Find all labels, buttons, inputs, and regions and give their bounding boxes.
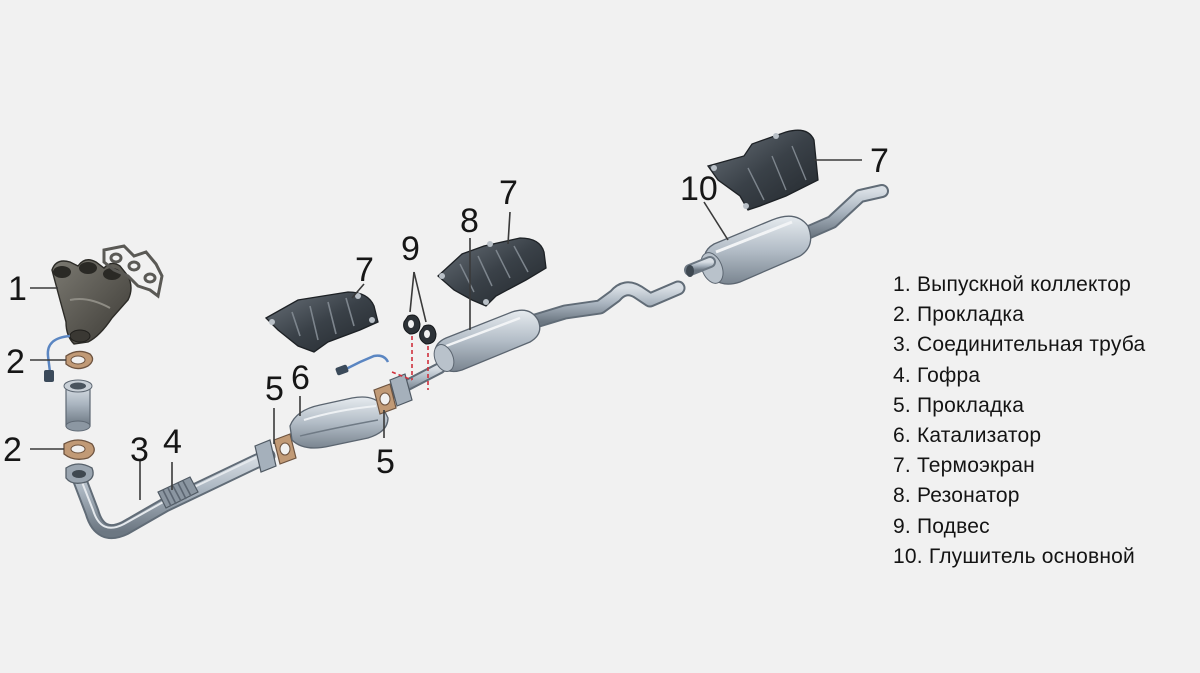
exhaust-pipe bbox=[71, 184, 889, 539]
callout-8: 8 bbox=[460, 202, 479, 240]
legend-item-3: 3. Соединительная труба bbox=[893, 333, 1146, 357]
callout-5-front: 5 bbox=[265, 370, 284, 408]
callout-2-lower: 2 bbox=[3, 431, 22, 469]
callout-5-rear: 5 bbox=[376, 443, 395, 481]
callout-7-resonator: 7 bbox=[499, 174, 518, 212]
callout-2-upper: 2 bbox=[6, 343, 25, 381]
catalyst-inlet-flange bbox=[254, 433, 297, 473]
flex-bellows bbox=[157, 476, 199, 509]
resonator bbox=[433, 309, 541, 373]
callout-4: 4 bbox=[163, 423, 182, 461]
rubber-hangers bbox=[391, 314, 437, 390]
heat-shield-resonator bbox=[437, 237, 547, 307]
heat-shield-muffler bbox=[706, 129, 819, 211]
legend-item-7: 7. Термоэкран bbox=[893, 454, 1035, 478]
leader-lines bbox=[30, 159, 862, 500]
legend-item-9: 9. Подвес bbox=[893, 514, 990, 538]
catalytic-converter bbox=[289, 396, 389, 449]
heat-shield-catalyst bbox=[264, 291, 379, 353]
gasket-upper bbox=[65, 350, 94, 370]
callout-3: 3 bbox=[130, 431, 149, 469]
pipe-flange bbox=[65, 463, 94, 484]
parts-legend: 1. Выпускной коллектор 2. Прокладка 3. С… bbox=[893, 270, 1145, 572]
catalyst-outlet-flange bbox=[373, 373, 413, 415]
callout-6: 6 bbox=[291, 359, 310, 397]
legend-item-6: 6. Катализатор bbox=[893, 424, 1042, 448]
legend-item-1: 1. Выпускной коллектор bbox=[893, 273, 1132, 296]
oxygen-sensor-lower bbox=[335, 354, 390, 376]
callout-1: 1 bbox=[8, 270, 27, 308]
callout-7-catalyst: 7 bbox=[355, 251, 374, 289]
gasket-lower bbox=[63, 439, 95, 460]
oxygen-sensor-upper bbox=[44, 334, 71, 382]
legend-item-2: 2. Прокладка bbox=[893, 303, 1025, 327]
callout-7-muffler: 7 bbox=[870, 142, 889, 180]
exhaust-manifold bbox=[51, 259, 132, 345]
manifold-gasket bbox=[102, 244, 164, 299]
legend-item-10: 10. Глушитель основной bbox=[893, 544, 1135, 568]
legend-item-5: 5. Прокладка bbox=[893, 393, 1025, 417]
legend-item-8: 8. Резонатор bbox=[893, 484, 1020, 508]
legend-item-4: 4. Гофра bbox=[893, 363, 981, 387]
callout-10: 10 bbox=[680, 170, 718, 208]
main-muffler bbox=[684, 215, 812, 285]
callout-9: 9 bbox=[401, 230, 420, 268]
connecting-pipe-section bbox=[63, 379, 93, 432]
